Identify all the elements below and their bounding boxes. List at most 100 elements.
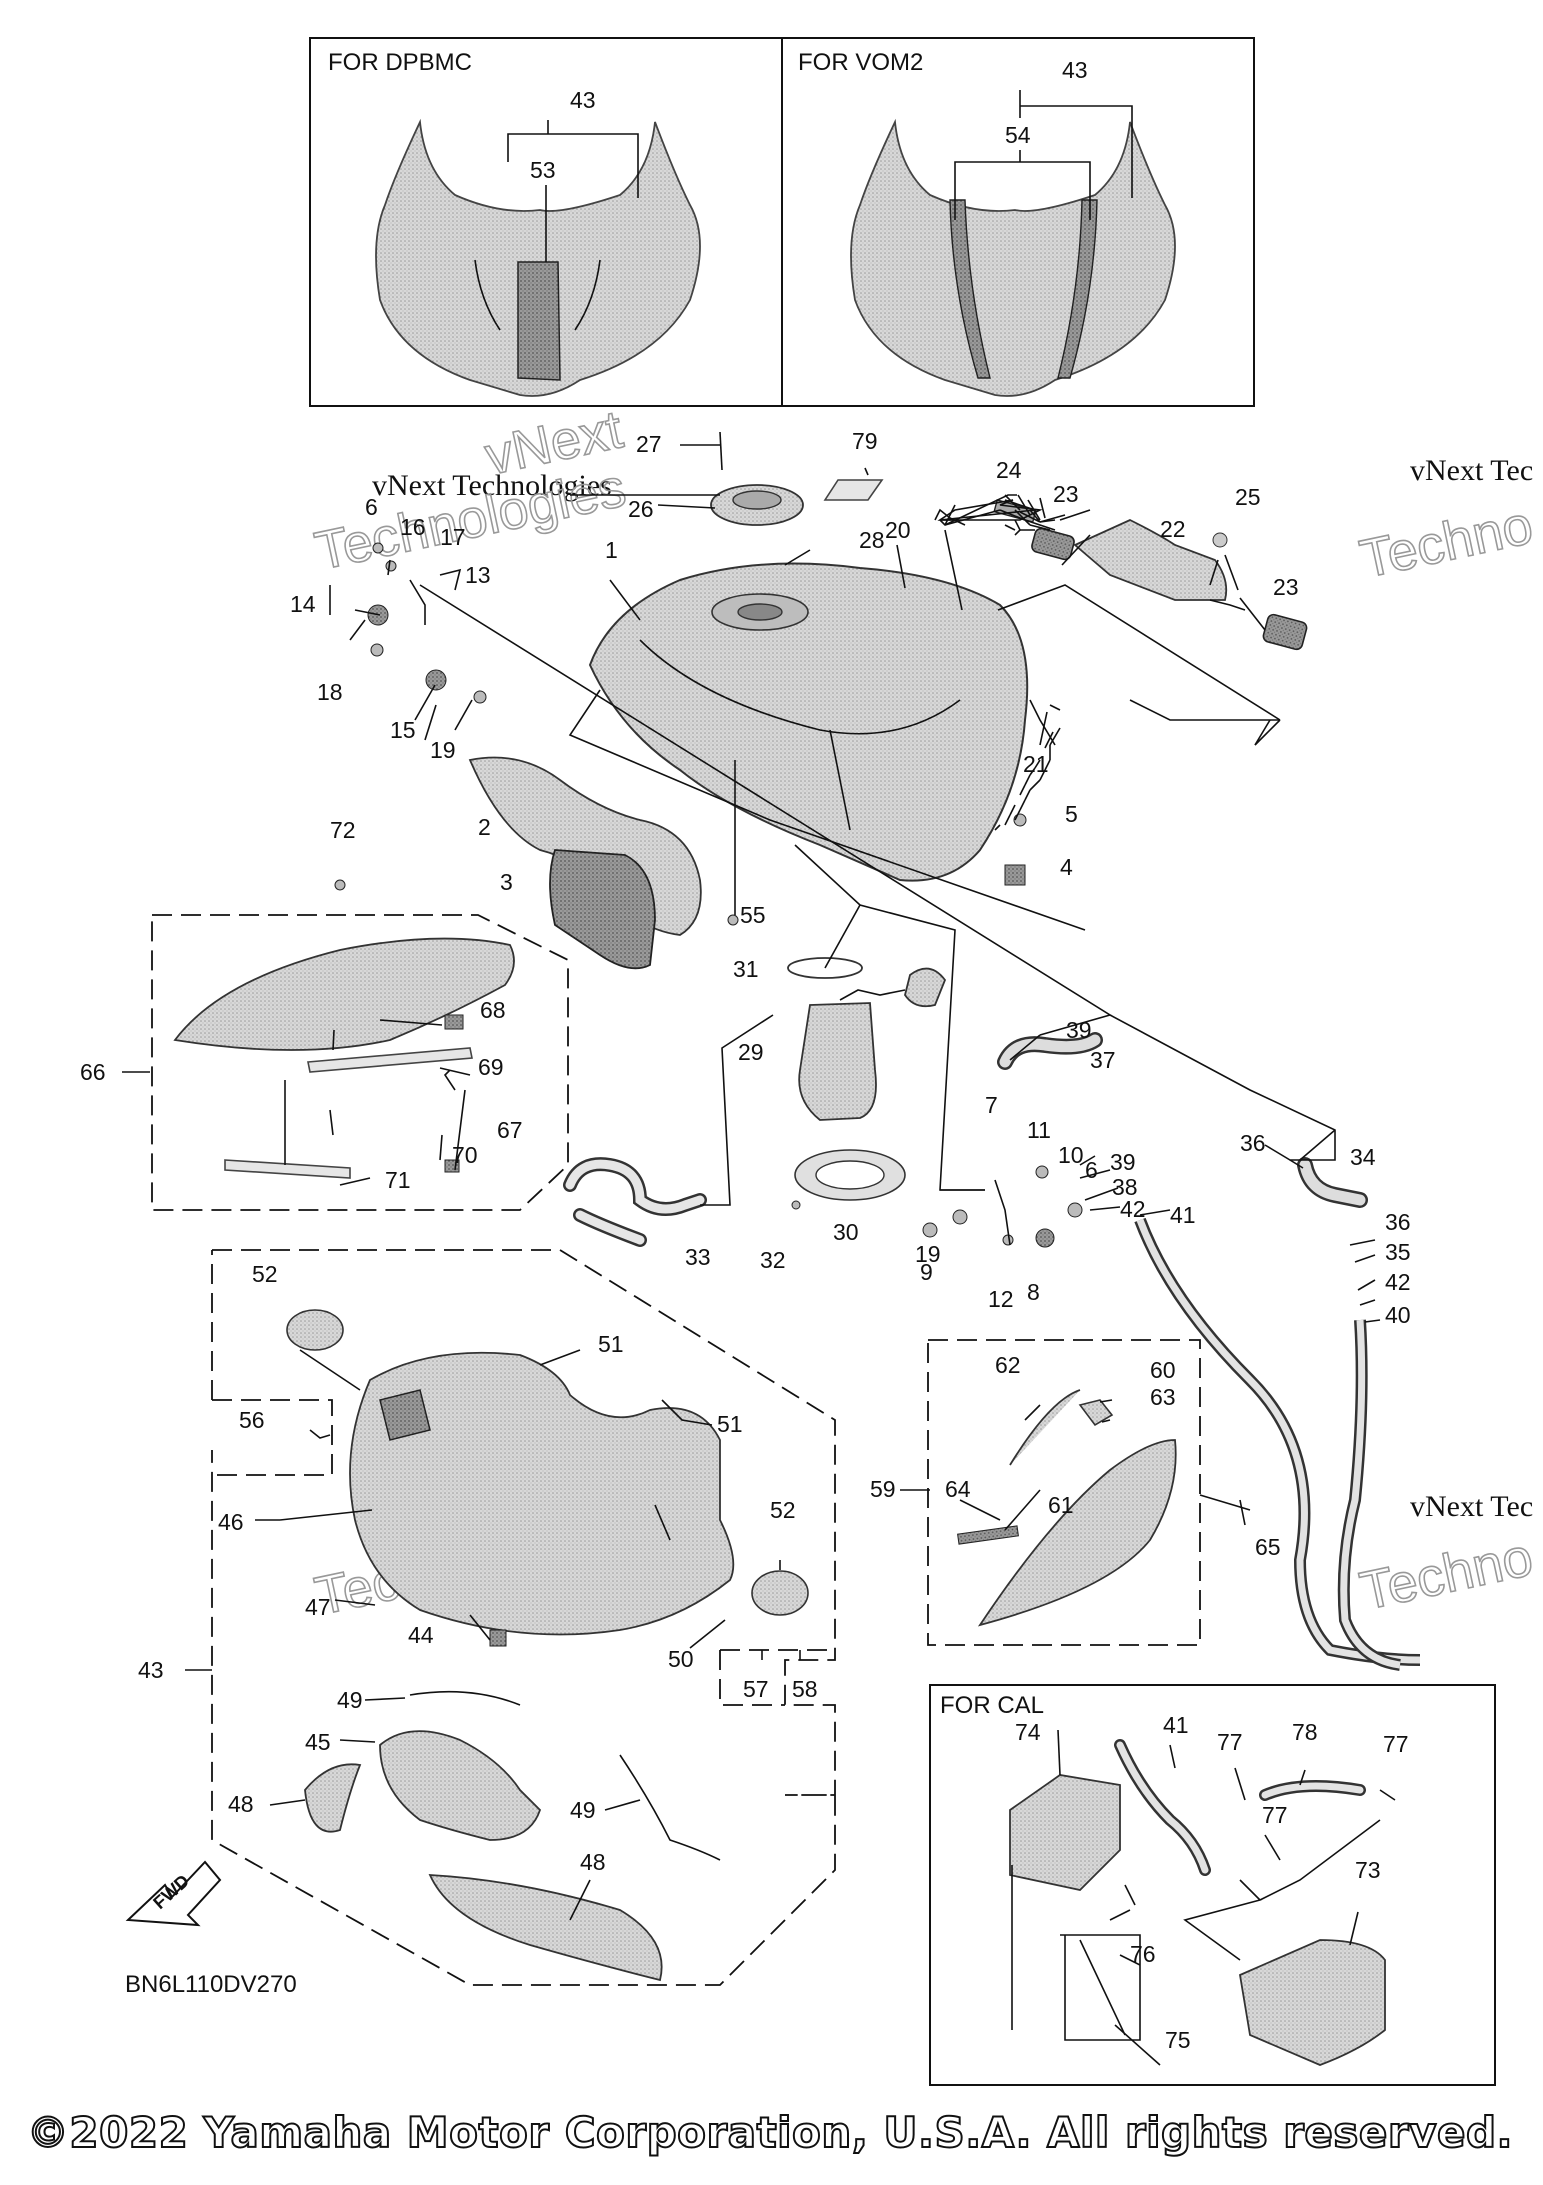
svg-text:vNext Tec: vNext Tec [1410, 1490, 1533, 1523]
label-44: 44 [408, 1622, 434, 1648]
label-71: 71 [385, 1167, 411, 1193]
label-19b: 19 [915, 1241, 941, 1267]
svg-text:Techno: Techno [1355, 1527, 1538, 1622]
side-panel-group-59 [927, 1339, 1201, 1646]
label-16: 16 [400, 514, 426, 540]
label-74: 74 [1015, 1719, 1041, 1745]
leader-lines [122, 444, 1396, 2066]
front-cowling-part-vom2 [850, 118, 1176, 397]
decal-stripe-54-right [1057, 199, 1098, 379]
label-61: 61 [1048, 1492, 1074, 1518]
label-1: 1 [605, 537, 618, 563]
variant-title-dpbmc: FOR DPBMC [328, 49, 472, 76]
label-12: 12 [988, 1286, 1014, 1312]
label-19a: 19 [430, 737, 456, 763]
label-57: 57 [743, 1676, 769, 1702]
label-8: 8 [1027, 1279, 1040, 1305]
variant-box-cal: FOR CAL [929, 1684, 1496, 2086]
label-75: 75 [1165, 2027, 1191, 2053]
label-30: 30 [833, 1219, 859, 1245]
label-43c: 43 [138, 1657, 164, 1683]
fuel-hose-part-33 [563, 1157, 707, 1247]
label-55: 55 [740, 902, 766, 928]
label-69: 69 [478, 1054, 504, 1080]
label-47: 47 [305, 1594, 331, 1620]
decal-stripe-53 [517, 261, 561, 381]
label-51b: 51 [717, 1411, 743, 1437]
label-68: 68 [480, 997, 506, 1023]
label-15: 15 [390, 717, 416, 743]
svg-text:Techno: Techno [1355, 495, 1538, 590]
label-38: 38 [1112, 1174, 1138, 1200]
label-40: 40 [1385, 1302, 1411, 1328]
label-48a: 48 [228, 1791, 254, 1817]
copyright-notice: ©2022 Yamaha Motor Corporation, U.S.A. A… [26, 2107, 1514, 2158]
label-41a: 41 [1170, 1202, 1196, 1228]
label-9: 9 [920, 1259, 933, 1285]
label-6a: 6 [365, 494, 378, 520]
label-7: 7 [985, 1092, 998, 1118]
fwd-arrow-icon: FWD [125, 1860, 222, 1927]
label-63: 63 [1150, 1384, 1176, 1410]
label-45: 45 [305, 1729, 331, 1755]
label-66: 66 [80, 1059, 106, 1085]
label-76: 76 [1130, 1941, 1156, 1967]
label-48b: 48 [580, 1849, 606, 1875]
fairing-group-43 [211, 1249, 836, 1986]
label-43a: 43 [570, 87, 596, 113]
side-cover-group-66 [151, 914, 569, 1211]
label-52a: 52 [252, 1261, 278, 1287]
leader-43-vom2 [954, 90, 1133, 220]
label-42a: 42 [1120, 1196, 1146, 1222]
label-31: 31 [733, 956, 759, 982]
label-32: 32 [760, 1247, 786, 1273]
label-50: 50 [668, 1646, 694, 1672]
label-78: 78 [1292, 1719, 1318, 1745]
label-10: 10 [1058, 1142, 1084, 1168]
fuel-tank-part-1 [588, 562, 1029, 882]
label-77b: 77 [1383, 1731, 1409, 1757]
label-73: 73 [1355, 1857, 1381, 1883]
label-77a: 77 [1217, 1729, 1243, 1755]
label-17: 17 [440, 524, 466, 550]
fasteners [334, 542, 1083, 1248]
label-65: 65 [1255, 1534, 1281, 1560]
label-52b: 52 [770, 1497, 796, 1523]
label-13: 13 [465, 562, 491, 588]
variant-title-vom2: FOR VOM2 [798, 49, 923, 76]
svg-text:vNext Technologies: vNext Technologies [372, 469, 612, 502]
label-26: 26 [628, 496, 654, 522]
label-70: 70 [452, 1142, 478, 1168]
label-20: 20 [885, 517, 911, 543]
diagram-code: BN6L110DV270 [125, 1971, 297, 1998]
label-39b: 39 [1110, 1149, 1136, 1175]
label-29: 29 [738, 1039, 764, 1065]
label-23b: 23 [1273, 574, 1299, 600]
label-62: 62 [995, 1352, 1021, 1378]
label-35: 35 [1385, 1239, 1411, 1265]
label-37: 37 [1090, 1047, 1116, 1073]
label-18a: 18 [317, 679, 343, 705]
label-72: 72 [330, 817, 356, 843]
label-36b: 36 [1385, 1209, 1411, 1235]
label-36a: 36 [1240, 1130, 1266, 1156]
label-51a: 51 [598, 1331, 624, 1357]
hose-part-34 [1297, 1157, 1368, 1208]
label-6b: 6 [1085, 1157, 1098, 1183]
label-43b: 43 [1062, 57, 1088, 83]
leader-43-dpbmc [507, 120, 639, 262]
label-2: 2 [478, 814, 491, 840]
label-3: 3 [500, 869, 513, 895]
label-60: 60 [1150, 1357, 1176, 1383]
variant-box-vom2: FOR VOM2 [781, 37, 1255, 407]
decal-stripe-54-left [949, 199, 991, 379]
label-42b: 42 [1385, 1269, 1411, 1295]
label-53: 53 [530, 157, 556, 183]
label-64: 64 [945, 1476, 971, 1502]
label-24: 24 [996, 457, 1022, 483]
label-22: 22 [1160, 516, 1186, 542]
label-49a: 49 [337, 1687, 363, 1713]
watermark-top: vNext vNext Technologies Technologies vN… [309, 399, 1538, 591]
label-54: 54 [1005, 122, 1031, 148]
